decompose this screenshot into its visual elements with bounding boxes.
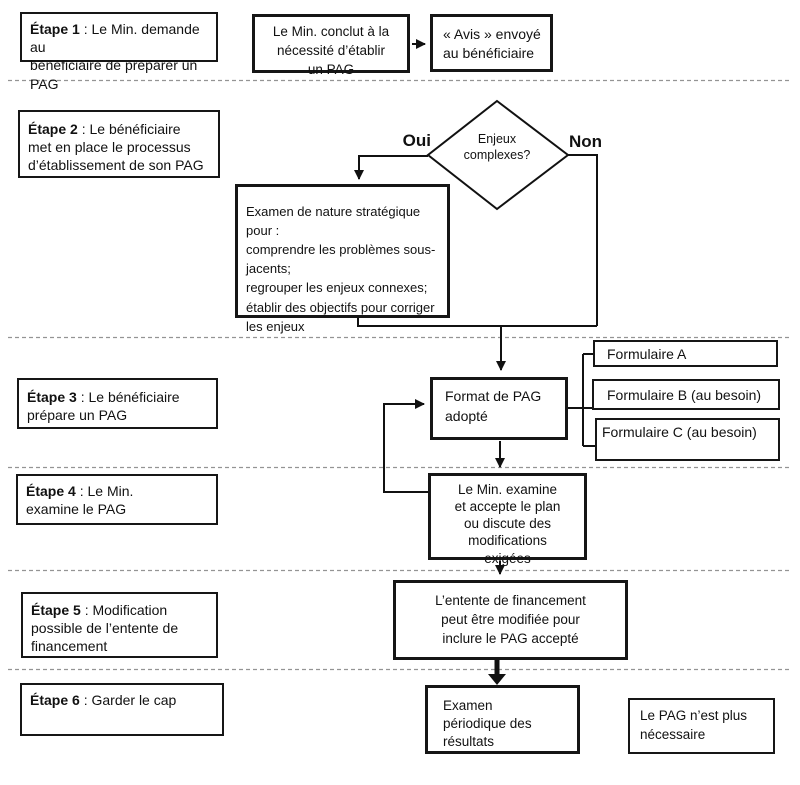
decision-diamond: [426, 99, 570, 211]
step-6-prefix: Étape 6: [30, 692, 80, 708]
step-2-text: : Le bénéficiaire met en place le proces…: [28, 121, 204, 174]
step-6-text: : Garder le cap: [79, 692, 177, 708]
step-1-label-box: Étape 1 : Le Min. demande au bénéficiair…: [20, 12, 218, 92]
step-3-text: : Le bénéficiaire prépare un PAG: [27, 389, 180, 424]
node-format-pag: Format de PAG adopté: [430, 377, 568, 440]
branch-label-oui: Oui: [402, 131, 431, 150]
line-non-branch: [568, 154, 598, 326]
step-5-prefix: Étape 5: [31, 602, 81, 618]
step-5-label-box: Étape 5 : Modification possible de l’ent…: [21, 592, 218, 658]
step-1-prefix: Étape 1: [30, 21, 80, 37]
node-entente-financement: L’entente de financement peut être modif…: [393, 580, 628, 660]
step-3-label-box: Étape 3 : Le bénéficiaire prépare un PAG: [17, 378, 218, 429]
step-2-label-box: Étape 2 : Le bénéficiaire met en place l…: [18, 110, 220, 178]
decision-enjeux-complexes: Enjeux complexes?: [463, 132, 531, 163]
node-formulaire-c: Formulaire C (au besoin): [595, 418, 780, 461]
node-avis-envoye: « Avis » envoyé au bénéficiaire: [430, 14, 553, 72]
node-examen-periodique: Examen périodique des résultats: [425, 685, 580, 754]
step-2-prefix: Étape 2: [28, 121, 78, 137]
node-min-examine: Le Min. examine et accepte le plan ou di…: [428, 473, 587, 566]
step-4-text: : Le Min. examine le PAG: [26, 483, 134, 518]
step-1-text: : Le Min. demande au bénéficiaire de pré…: [30, 21, 200, 92]
step-4-prefix: Étape 4: [26, 483, 76, 499]
step-4-label-box: Étape 4 : Le Min. examine le PAG: [16, 474, 218, 525]
node-pag-plus-necessaire: Le PAG n’est plus nécessaire: [628, 698, 775, 754]
line-merge: [357, 318, 597, 327]
step-6-label-box: Étape 6 : Garder le cap: [20, 683, 224, 736]
arrow-oui-branch: [354, 155, 428, 180]
node-formulaire-a: Formulaire A: [593, 340, 778, 367]
step-5-text: : Modification possible de l’entente de …: [31, 602, 179, 655]
arrowhead-thick: [488, 674, 506, 685]
node-formulaire-b: Formulaire B (au besoin): [592, 379, 780, 410]
arrow-feedback-loop: [383, 399, 429, 493]
lane-dividers: [8, 79, 792, 671]
branch-label-non: Non: [569, 132, 603, 151]
node-min-conclut: Le Min. conclut à la nécessité d’établir…: [252, 14, 410, 77]
step-3-prefix: Étape 3: [27, 389, 77, 405]
node-examen-strategique: Examen de nature stratégique pour : comp…: [235, 184, 450, 334]
connector-lines: [354, 39, 598, 685]
